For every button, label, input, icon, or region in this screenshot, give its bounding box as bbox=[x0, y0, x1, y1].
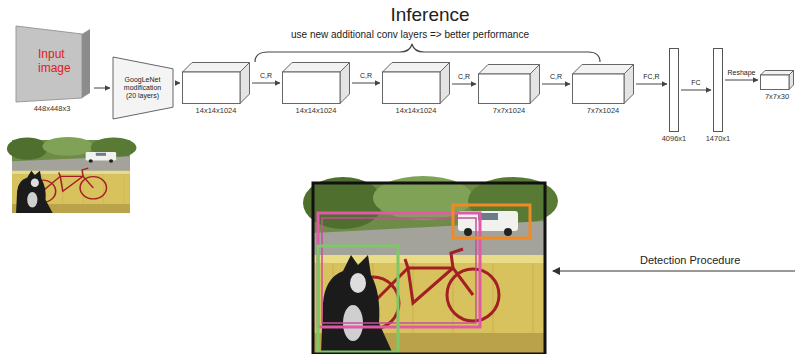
edge-label: FC bbox=[690, 79, 701, 87]
dimension-label: 7x7x1024 bbox=[562, 107, 644, 116]
flow-arrow bbox=[252, 83, 280, 84]
fc-layer-bar: 4096x1 bbox=[660, 48, 688, 145]
dimension-label: 14x14x1024 bbox=[372, 107, 460, 116]
dimension-label: 448x448x3 bbox=[12, 105, 92, 114]
feature-map-cuboid: 14x14x1024 bbox=[182, 62, 250, 117]
flow-arrow bbox=[352, 83, 380, 84]
procedure-label: Detection Procedure bbox=[640, 254, 790, 266]
flow-arrow bbox=[94, 88, 110, 89]
edge-label: FC,R bbox=[642, 73, 660, 81]
input-image-panel: Input image 448x448x3 bbox=[12, 26, 104, 115]
flow-arrow bbox=[681, 90, 711, 91]
feature-map-cuboid: 14x14x1024 bbox=[382, 62, 450, 117]
bar-outline bbox=[669, 48, 679, 132]
edge-label: C,R bbox=[259, 72, 273, 80]
node-title: GoogLeNet modification (20 layers) bbox=[119, 76, 166, 100]
pointer-arrow bbox=[553, 271, 795, 272]
cuboid-outline bbox=[182, 62, 250, 104]
flow-arrow bbox=[176, 83, 180, 84]
feature-map-cuboid: 14x14x1024 bbox=[282, 62, 350, 117]
fc-layer-bar: 1470x1 bbox=[704, 48, 732, 145]
edge-label: Reshape bbox=[726, 69, 756, 77]
edge-label: C,R bbox=[549, 73, 563, 81]
detection-photo bbox=[303, 176, 558, 354]
flow-arrow bbox=[542, 84, 570, 85]
diagram-title: Inference bbox=[330, 4, 530, 26]
node-title: Input image bbox=[38, 48, 82, 76]
dimension-label: 7x7x1024 bbox=[468, 107, 550, 116]
cuboid-outline bbox=[282, 62, 350, 104]
dimension-label: 7x7x30 bbox=[750, 93, 803, 102]
brace bbox=[255, 44, 600, 62]
feature-map-cuboid: 7x7x1024 bbox=[572, 64, 634, 117]
cuboid-outline bbox=[760, 70, 794, 90]
backbone-trapezoid: GoogLeNet modification (20 layers) bbox=[112, 56, 174, 123]
dimension-label: 14x14x1024 bbox=[272, 107, 360, 116]
dimension-label: 1470x1 bbox=[694, 135, 742, 144]
flow-arrow bbox=[725, 80, 758, 81]
feature-map-cuboid: 7x7x30 bbox=[760, 70, 794, 103]
cuboid-outline bbox=[572, 64, 634, 104]
edge-label: C,R bbox=[359, 72, 373, 80]
flow-arrow bbox=[452, 84, 476, 85]
cuboid-outline bbox=[382, 62, 450, 104]
bar-outline bbox=[713, 48, 723, 132]
feature-map-cuboid: 7x7x1024 bbox=[478, 64, 540, 117]
dimension-label: 4096x1 bbox=[650, 135, 698, 144]
edge-label: C,R bbox=[457, 73, 471, 81]
input-photo bbox=[7, 137, 137, 213]
annotation-note: use new additional conv layers => better… bbox=[250, 29, 570, 40]
dimension-label: 14x14x1024 bbox=[172, 107, 260, 116]
cuboid-outline bbox=[478, 64, 540, 104]
flow-arrow bbox=[636, 84, 667, 85]
